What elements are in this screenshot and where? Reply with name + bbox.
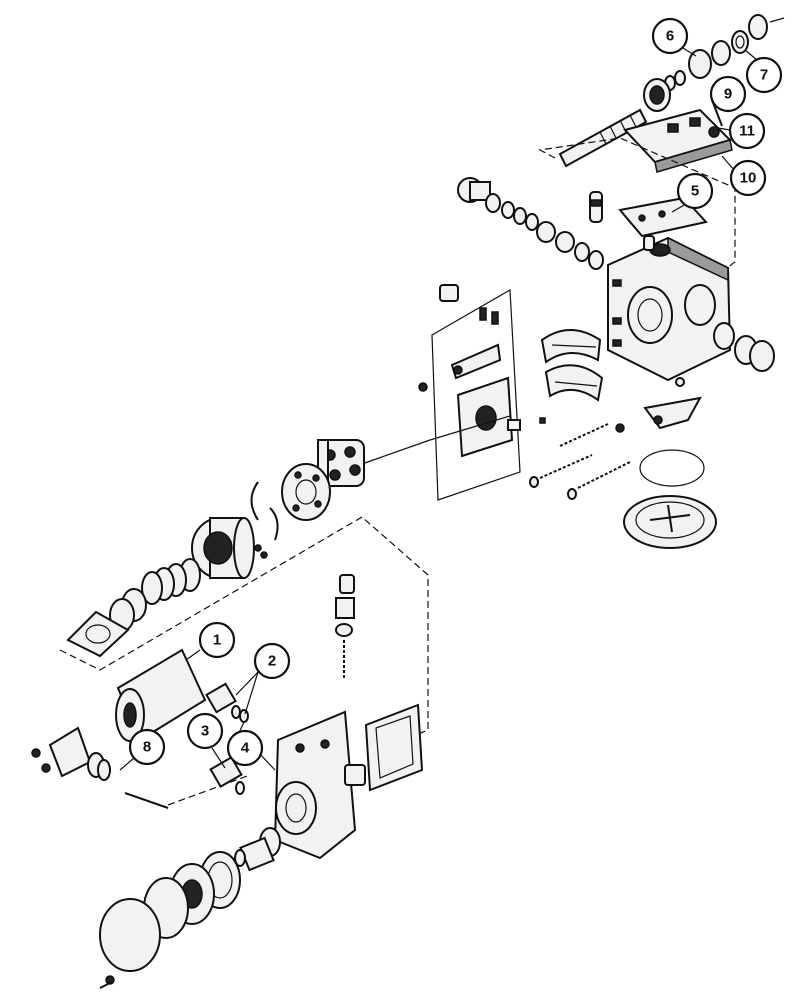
pin	[124, 792, 169, 809]
valve-plate-assembly	[418, 284, 521, 501]
seal-ring	[731, 30, 749, 54]
callout-label-10: 10	[740, 170, 757, 187]
callout-1: 1	[185, 621, 236, 661]
callout-11: 11	[717, 112, 766, 150]
charge-pump-parts	[99, 827, 281, 989]
callout-5: 5	[671, 172, 714, 213]
end-cover-housing	[273, 710, 357, 860]
cylinder-barrel	[191, 517, 255, 579]
servo-piston-rings	[457, 177, 604, 270]
callout-label-6: 6	[666, 28, 674, 45]
end-cap	[713, 322, 775, 372]
main-housing	[607, 236, 732, 382]
callout-4: 4	[226, 721, 276, 771]
callout-8: 8	[119, 728, 166, 771]
callout-10: 10	[721, 155, 767, 197]
spring-pistons	[529, 417, 631, 500]
callout-3: 3	[186, 712, 226, 769]
relief-valve-upper	[205, 682, 249, 723]
callout-7: 7	[744, 49, 783, 94]
control-plate	[589, 191, 708, 251]
snap-ring	[748, 14, 768, 40]
spring-set	[109, 558, 201, 632]
servo-lever	[639, 377, 705, 487]
filter-element	[115, 648, 207, 742]
callout-label-2: 2	[268, 653, 276, 670]
elbow-fitting	[31, 726, 111, 781]
callout-label-11: 11	[739, 123, 755, 140]
callout-label-1: 1	[213, 632, 221, 649]
relief-valve-lower	[209, 755, 245, 795]
drive-shaft	[558, 108, 648, 168]
cover-plate	[623, 99, 733, 173]
callout-label-8: 8	[143, 739, 151, 756]
gasket	[344, 703, 424, 792]
swashplate-bearings	[540, 329, 604, 402]
thrust-plate	[66, 610, 130, 658]
retainer-plate	[281, 463, 331, 521]
callout-label-9: 9	[724, 86, 732, 103]
o-ring-6	[688, 49, 712, 79]
round-cover	[623, 495, 717, 549]
washer	[711, 40, 731, 66]
callout-label-7: 7	[760, 67, 768, 84]
callout-label-5: 5	[691, 183, 699, 200]
check-valve-stack	[335, 574, 355, 680]
callout-9: 9	[709, 75, 747, 113]
callout-6: 6	[651, 17, 697, 57]
callout-label-3: 3	[201, 723, 209, 740]
bearing	[643, 78, 671, 112]
callout-2: 2	[235, 642, 291, 715]
snap-ring-pair	[250, 481, 279, 559]
input-shaft-assembly	[558, 14, 785, 168]
callout-label-4: 4	[241, 740, 250, 757]
